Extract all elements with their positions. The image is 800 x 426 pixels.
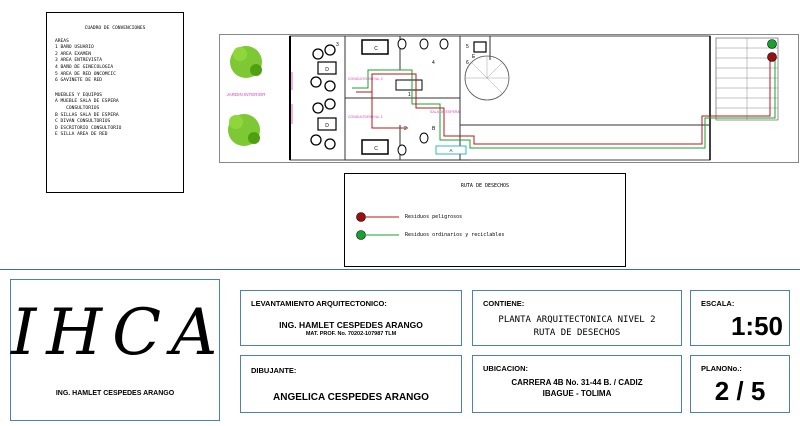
legend-area-item: 1 BAÑO USUARIO bbox=[55, 45, 94, 51]
drawer-box: DIBUJANTE: ANGELICA CESPEDES ARANGO bbox=[240, 355, 462, 413]
sheet-value: 2 / 5 bbox=[714, 376, 766, 406]
divan-label: C bbox=[374, 46, 378, 52]
legend-equipment-item: C DIVAN CONSULTORIOS bbox=[55, 119, 111, 125]
bathroom-fixtures bbox=[395, 38, 449, 156]
logo: IHCA bbox=[11, 296, 228, 370]
floor-plan: JARDIN INTERIOR D D C C A CONSULTORIO No… bbox=[226, 35, 779, 161]
legend-equipment-item: D ESCRITORIO CONSULTORIO bbox=[55, 125, 122, 131]
legend-equipment-item: B SILLAS SALA DE ESPERA bbox=[55, 112, 119, 118]
ordinary-waste-point bbox=[767, 39, 777, 49]
floor-plan-frame bbox=[219, 34, 799, 163]
chair-label: B bbox=[432, 126, 436, 132]
room-number: 6 bbox=[466, 60, 469, 66]
network-chair bbox=[473, 41, 487, 53]
hazardous-swatch bbox=[356, 212, 366, 222]
waiting-chairs bbox=[310, 44, 336, 150]
waiting-bench-label: A bbox=[449, 148, 452, 153]
ordinary-swatch bbox=[356, 230, 366, 240]
garden-label: JARDIN INTERIOR bbox=[226, 92, 266, 97]
legend-title: CUADRO DE CONVENCIONES bbox=[84, 26, 146, 31]
contents-line: PLANTA ARQUITECTONICA NIVEL 2 bbox=[498, 315, 656, 325]
scale-box: ESCALA: 1:50 bbox=[690, 290, 790, 346]
room-label: CONSULTORIO No. 2 bbox=[348, 77, 383, 81]
sheet-heading: PLANONo.: bbox=[701, 364, 742, 373]
legend-equipment-item: E SILLA AREA DE RED bbox=[55, 132, 108, 138]
legend-area-item: 2 AREA EXAMEN bbox=[55, 51, 91, 57]
location-box: UBICACION: CARRERA 4B No. 31-44 B. / CAD… bbox=[472, 355, 682, 413]
sheet-box: PLANONo.: 2 / 5 bbox=[690, 355, 790, 413]
desk-label: D bbox=[325, 67, 329, 73]
location-heading: UBICACION: bbox=[483, 364, 528, 373]
legend-area-item: 5 AREA DE RED ONCOMCIC bbox=[55, 71, 116, 77]
garden-plant bbox=[228, 114, 260, 146]
hazardous-waste-route bbox=[356, 55, 771, 145]
drawer-heading: DIBUJANTE: bbox=[251, 366, 297, 375]
chair-label: E bbox=[472, 54, 476, 60]
divan-label: C bbox=[374, 146, 378, 152]
divan bbox=[361, 139, 389, 155]
survey-license: MAT. PROF. No. 70202-107987 TLM bbox=[305, 331, 397, 337]
scale-heading: ESCALA: bbox=[701, 299, 735, 308]
waiting-room-label: SALA DE ESPERA bbox=[430, 110, 460, 114]
location-line: CARRERA 4B No. 31-44 B. / CADIZ bbox=[511, 378, 643, 387]
desk bbox=[317, 61, 337, 75]
desk-label: D bbox=[325, 123, 329, 129]
title-block-rule bbox=[0, 269, 800, 270]
route-legend-swatches bbox=[356, 212, 399, 240]
scale-value: 1:50 bbox=[730, 311, 783, 341]
spiral-stair-treads bbox=[465, 56, 509, 95]
room-label: CONSULTORIO No. 1 bbox=[348, 115, 383, 119]
ordinary-label: Residuos ordinarios y reciclables bbox=[405, 232, 505, 238]
stair-treads bbox=[716, 38, 778, 120]
room-number: 4 bbox=[432, 60, 435, 66]
survey-name: ING. HAMLET CESPEDES ARANGO bbox=[279, 320, 423, 330]
room-number: 5 bbox=[466, 44, 469, 50]
desk bbox=[317, 117, 337, 131]
garden-plant bbox=[230, 46, 262, 78]
legend-area-item: 6 GAVINETE DE RED bbox=[55, 78, 103, 84]
room-number: 1 bbox=[408, 92, 411, 98]
waste-route-legend: RUTA DE DESECHOS Residuos peligrosos Res… bbox=[344, 173, 626, 267]
contents-box: CONTIENE: PLANTA ARQUITECTONICA NIVEL 2 … bbox=[472, 290, 682, 346]
ordinary-waste-route bbox=[352, 58, 776, 149]
contents-heading: CONTIENE: bbox=[483, 299, 525, 308]
legend-areas-title: AREAS bbox=[55, 38, 69, 44]
conventions-legend: CUADRO DE CONVENCIONES AREAS 1 BAÑO USUA… bbox=[46, 12, 184, 193]
hazardous-waste-route bbox=[371, 92, 408, 129]
hazardous-label: Residuos peligrosos bbox=[405, 214, 463, 220]
survey-box: LEVANTAMIENTO ARQUITECTONICO: ING. HAMLE… bbox=[240, 290, 462, 346]
divan bbox=[361, 39, 389, 55]
legend-equipment-title: MUEBLES Y EQUIPOS bbox=[55, 92, 103, 98]
legend-equipment-item: CONSULTORIOS bbox=[55, 105, 100, 111]
logo-box: IHCA ING. HAMLET CESPEDES ARANGO bbox=[10, 279, 220, 421]
legend-area-item: 3 AREA ENTREVISTA bbox=[55, 58, 103, 64]
room-number: 3 bbox=[336, 42, 339, 48]
waiting-bench bbox=[435, 145, 467, 155]
location-line: IBAGUE - TOLIMA bbox=[542, 389, 612, 398]
logo-owner: ING. HAMLET CESPEDES ARANGO bbox=[55, 390, 175, 397]
route-legend-title: RUTA DE DESECHOS bbox=[460, 183, 510, 189]
contents-line: RUTA DE DESECHOS bbox=[533, 328, 621, 338]
drawer-name: ANGELICA CESPEDES ARANGO bbox=[273, 392, 429, 403]
legend-area-item: 4 BAÑO DE GINECOLOGIA bbox=[55, 64, 114, 70]
legend-equipment-item: A MUEBLE SALA DE ESPERA bbox=[55, 99, 119, 105]
interior-walls bbox=[344, 36, 710, 161]
room-number: 2 bbox=[404, 126, 407, 132]
hazardous-waste-point bbox=[767, 52, 777, 62]
survey-heading: LEVANTAMIENTO ARQUITECTONICO: bbox=[251, 299, 387, 308]
